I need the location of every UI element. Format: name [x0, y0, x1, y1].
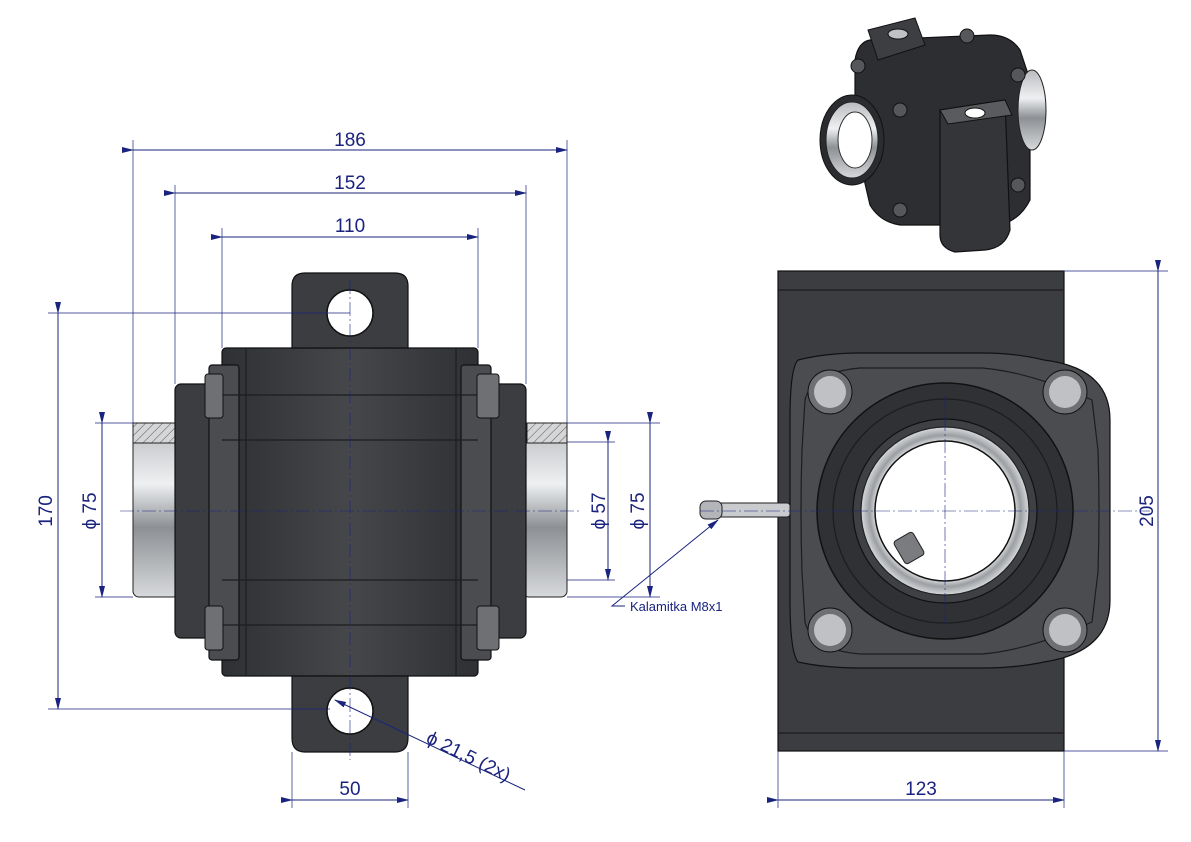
bolt-bottom-left [204, 605, 224, 651]
dim-diameter-75-left: ϕ 75 [80, 492, 101, 529]
left-sleeve [132, 422, 180, 598]
bolt-top-left [204, 373, 224, 419]
bolt-bottom-right [476, 605, 500, 651]
bolt-top-right [476, 373, 500, 419]
front-view-dimensions: 205 123 Kalamitka M8x1 [610, 260, 1168, 808]
grease-nipple [717, 502, 791, 518]
set-screw [893, 531, 925, 565]
dim-width-186: 186 [334, 130, 366, 151]
dim-width-123: 123 [905, 779, 937, 800]
side-view [120, 272, 580, 760]
dim-width-110: 110 [335, 216, 365, 237]
dim-diameter-75-right: ϕ 75 [628, 492, 649, 529]
left-sleeve-section [132, 422, 176, 444]
dim-height-205: 205 [1137, 495, 1158, 527]
dim-hole-diameter: ϕ 21,5 (2x) [423, 728, 514, 787]
isometric-view [819, 17, 1047, 253]
right-sleeve [522, 422, 568, 598]
right-cover [460, 364, 492, 661]
front-view [699, 270, 1150, 752]
right-sleeve-section [526, 422, 568, 444]
grease-nipple-label: Kalamitka M8x1 [630, 599, 722, 614]
dim-diameter-57: ϕ 57 [589, 492, 610, 529]
left-cover [208, 364, 240, 661]
dim-height-170: 170 [36, 495, 57, 527]
dim-width-152: 152 [334, 173, 366, 194]
dim-width-50: 50 [339, 779, 360, 800]
